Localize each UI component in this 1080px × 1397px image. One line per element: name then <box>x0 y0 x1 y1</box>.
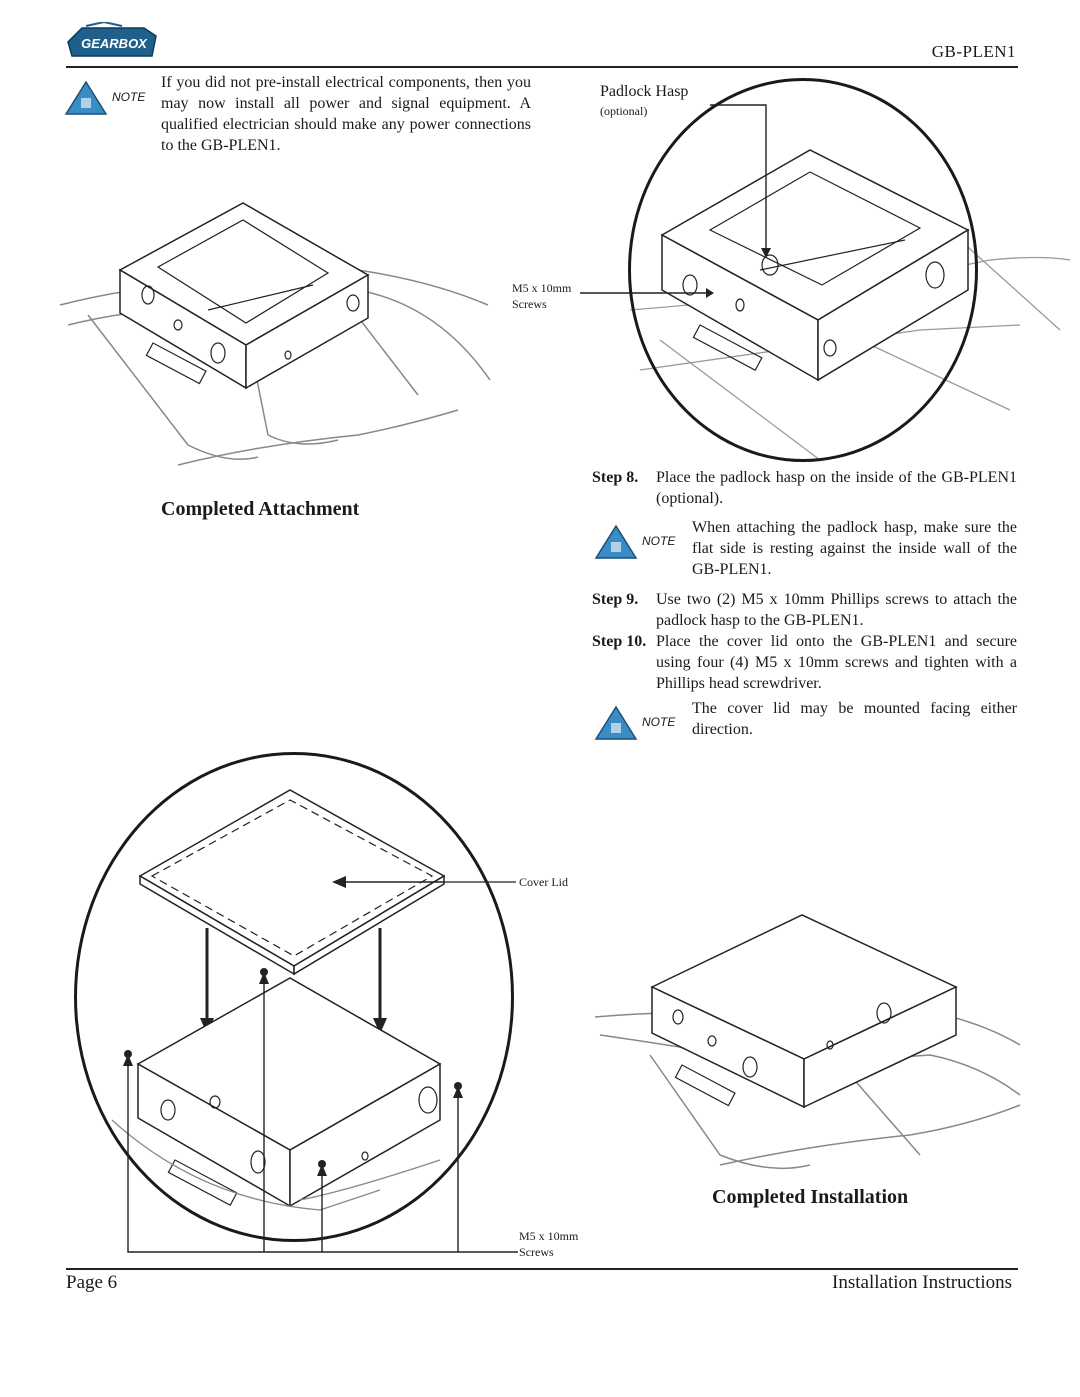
screws-label-2: Screws <box>519 1245 554 1259</box>
optional-label: (optional) <box>600 104 648 118</box>
completed-attachment-caption: Completed Attachment <box>161 498 360 520</box>
footer-rule <box>66 1268 1018 1270</box>
attachment-figure <box>58 195 498 475</box>
note-badge: NOTE <box>112 90 146 104</box>
step-8-text: Place the padlock hasp on the inside of … <box>656 469 1017 507</box>
hasp-note-icon: NOTE <box>594 524 686 560</box>
screws-label-1: Screws <box>512 297 547 311</box>
model-number: GB-PLEN1 <box>931 42 1016 61</box>
cover-lid-figure <box>0 780 600 1260</box>
step-10-text: Place the cover lid onto the GB-PLEN1 an… <box>656 633 1017 692</box>
padlock-detail-circle <box>628 78 978 462</box>
m5-screws-label-1: M5 x 10mm <box>512 281 572 295</box>
installation-figure <box>590 905 1030 1185</box>
step-10: Step 10. Place the cover lid onto the GB… <box>592 631 1017 697</box>
padlock-hasp-label: Padlock Hasp <box>600 83 689 100</box>
gearbox-logo: GEARBOX <box>64 22 164 62</box>
intro-note: If you did not pre-install electrical co… <box>161 74 531 154</box>
completed-installation-caption: Completed Installation <box>712 1186 909 1208</box>
step-9-text: Use two (2) M5 x 10mm Phillips screws to… <box>656 591 1017 629</box>
hasp-note: When attaching the padlock hasp, make su… <box>692 519 1017 578</box>
hasp-note-badge: NOTE <box>642 534 676 548</box>
step-8-label: Step 8. <box>592 469 639 486</box>
step-8: Step 8. Place the padlock hasp on the in… <box>592 467 1017 511</box>
lid-note-badge: NOTE <box>642 715 676 729</box>
document-title: Installation Instructions <box>832 1272 1012 1293</box>
header-rule <box>66 66 1018 68</box>
note-icon: NOTE <box>64 80 156 116</box>
step-9-label: Step 9. <box>592 591 639 608</box>
step-10-label: Step 10. <box>592 633 647 650</box>
lid-note-icon: NOTE <box>594 705 686 741</box>
cover-lid-circle <box>74 752 514 1242</box>
lid-note: The cover lid may be mounted facing eith… <box>692 700 1017 738</box>
cover-lid-label: Cover Lid <box>519 875 568 889</box>
m5-screws-label-2: M5 x 10mm <box>519 1229 579 1243</box>
step-9: Step 9. Use two (2) M5 x 10mm Phillips s… <box>592 589 1017 633</box>
logo-text: GEARBOX <box>81 36 147 51</box>
page-number: Page 6 <box>66 1272 118 1293</box>
